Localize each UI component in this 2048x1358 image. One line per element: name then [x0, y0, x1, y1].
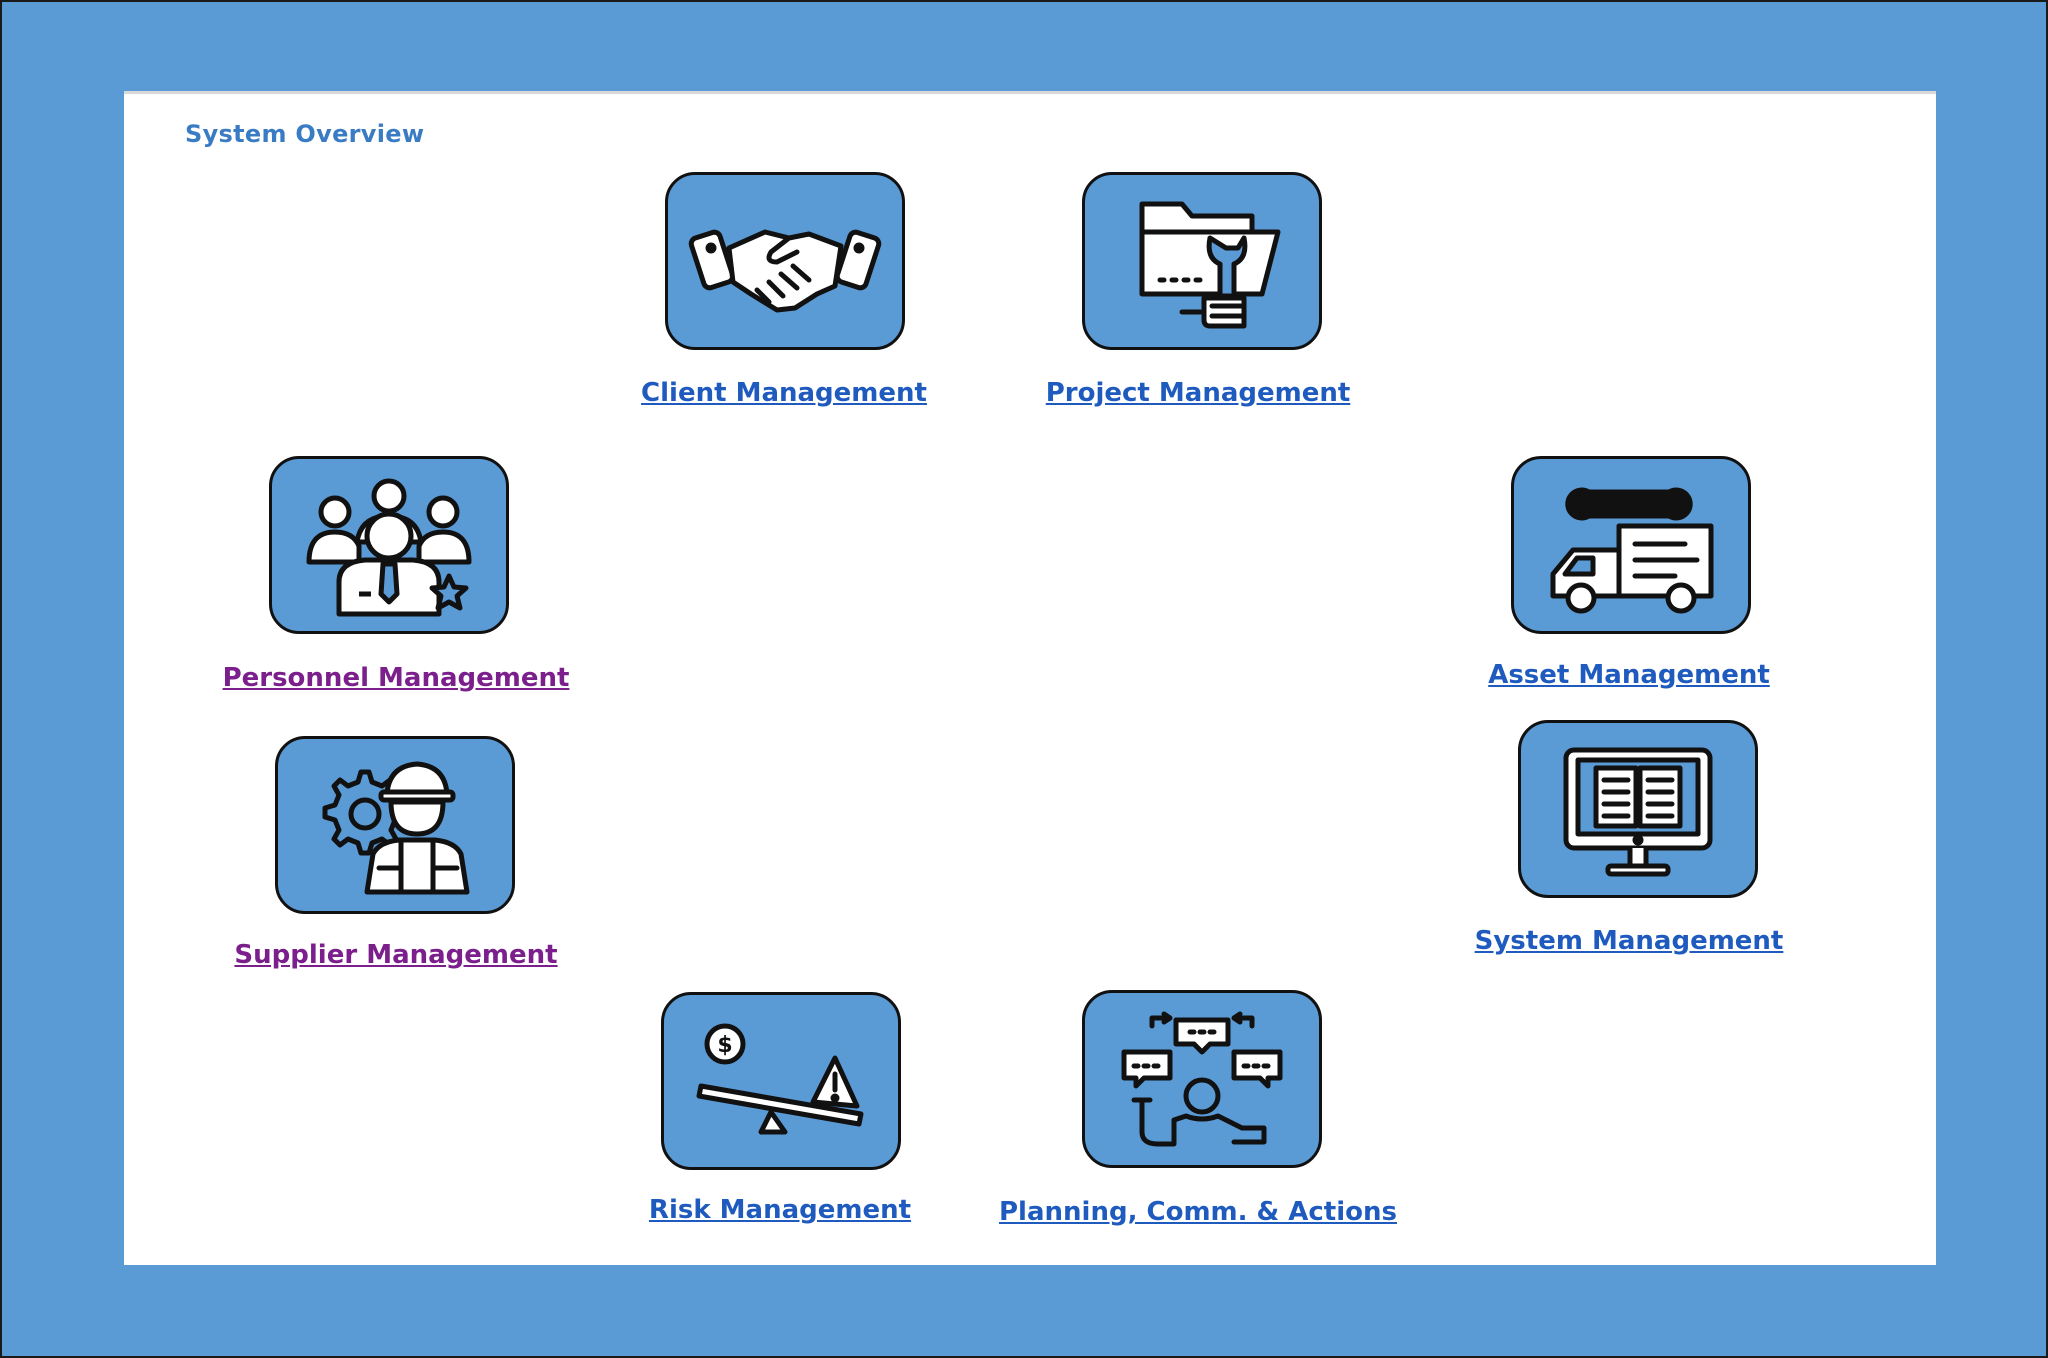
project-management-tile[interactable] [1082, 172, 1322, 350]
balance-risk-icon: $ [696, 1023, 864, 1135]
supplier-management-link[interactable]: Supplier Management [234, 940, 558, 970]
system-management-link[interactable]: System Management [1474, 926, 1784, 956]
system-management-tile[interactable] [1518, 720, 1758, 898]
svg-text:$: $ [717, 1033, 732, 1058]
project-management-link[interactable]: Project Management [1045, 378, 1351, 408]
team-people-icon [306, 478, 472, 617]
personnel-management-tile[interactable] [269, 456, 509, 634]
risk-management-link[interactable]: Risk Management [648, 1195, 912, 1225]
personnel-management-link[interactable]: Personnel Management [222, 663, 570, 693]
communication-icon [1121, 1011, 1283, 1147]
truck-wrench-icon [1550, 487, 1714, 614]
planning-comm-actions-tile[interactable] [1082, 990, 1322, 1168]
folder-wrench-icon [1139, 201, 1281, 329]
asset-management-tile[interactable] [1511, 456, 1751, 634]
asset-management-link[interactable]: Asset Management [1488, 660, 1770, 690]
supplier-management-tile[interactable] [275, 736, 515, 914]
system-overview-panel: System Overview Client Management [124, 91, 1936, 1265]
worker-gear-icon [322, 761, 470, 895]
risk-management-tile[interactable]: $ [661, 992, 901, 1170]
monitor-book-icon [1563, 747, 1713, 877]
planning-comm-actions-link[interactable]: Planning, Comm. & Actions [999, 1197, 1397, 1227]
handshake-icon [688, 229, 882, 313]
panel-title: System Overview [185, 120, 425, 148]
client-management-tile[interactable] [665, 172, 905, 350]
client-management-link[interactable]: Client Management [641, 378, 927, 408]
